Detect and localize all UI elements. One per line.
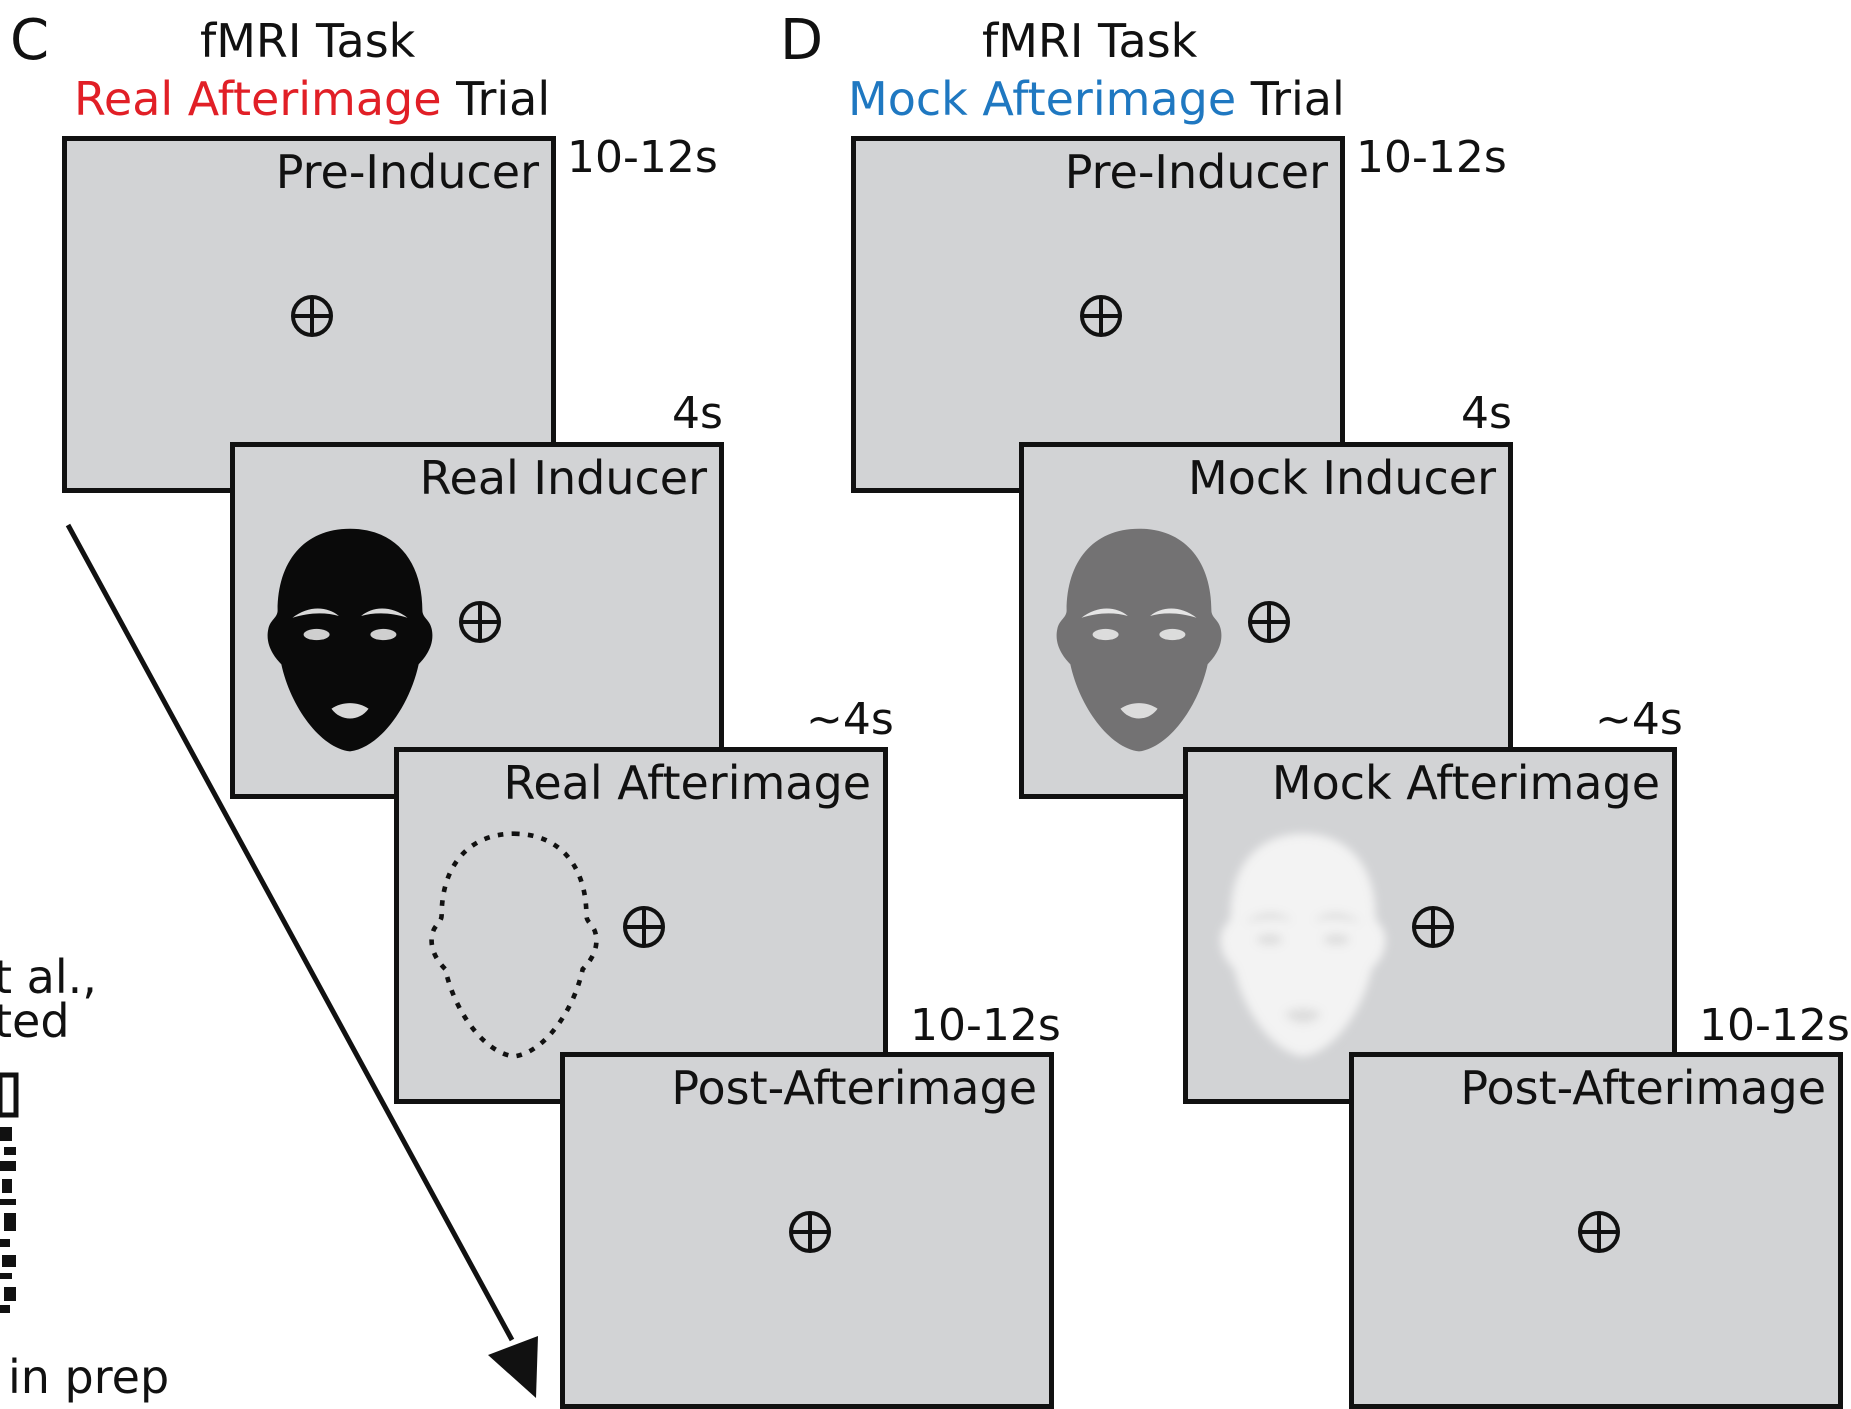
panel-c-task-title: fMRI Task bbox=[200, 14, 416, 68]
cutoff-citation-line3: in prep bbox=[8, 1350, 170, 1404]
c-duration-real-afterimage: ~4s bbox=[806, 694, 894, 745]
panel-d-trial-type: Mock Afterimage bbox=[848, 72, 1237, 126]
d-screen-mock-inducer: Mock Inducer bbox=[1019, 442, 1513, 799]
d-duration-mock-inducer: 4s bbox=[1461, 388, 1512, 439]
black-face-icon bbox=[267, 528, 433, 752]
panel-d-trial-title: Mock Afterimage Trial bbox=[848, 72, 1345, 126]
fixation-cross-circle-icon bbox=[1080, 295, 1122, 337]
c-screen-post-afterimage-label: Post-Afterimage bbox=[671, 1061, 1037, 1115]
dashed-face-outline-icon bbox=[429, 831, 599, 1059]
d-screen-mock-inducer-label: Mock Inducer bbox=[1188, 451, 1496, 505]
cutoff-citation-line1: t al., bbox=[0, 950, 97, 1004]
panel-c-trial-suffix: Trial bbox=[456, 72, 551, 126]
panel-letter-c: C bbox=[10, 8, 51, 73]
fixation-cross-circle-icon bbox=[1412, 906, 1454, 948]
fixation-cross-circle-icon bbox=[291, 295, 333, 337]
d-duration-post-afterimage: 10-12s bbox=[1699, 1000, 1850, 1051]
d-duration-pre-inducer: 10-12s bbox=[1356, 132, 1507, 183]
d-screen-post-afterimage: Post-Afterimage bbox=[1349, 1052, 1843, 1409]
cutoff-citation-line2: ted bbox=[0, 994, 70, 1048]
qr-code-icon[interactable] bbox=[0, 1072, 19, 1315]
c-screen-post-afterimage: Post-Afterimage bbox=[560, 1052, 1054, 1409]
d-screen-pre-inducer: Pre-Inducer bbox=[851, 136, 1345, 493]
d-screen-mock-afterimage: Mock Afterimage bbox=[1183, 747, 1677, 1104]
fixation-cross-circle-icon bbox=[789, 1211, 831, 1253]
d-screen-post-afterimage-label: Post-Afterimage bbox=[1460, 1061, 1826, 1115]
c-screen-real-afterimage-label: Real Afterimage bbox=[503, 756, 871, 810]
panel-c-trial-title: Real Afterimage Trial bbox=[74, 72, 550, 126]
fixation-cross-circle-icon bbox=[623, 906, 665, 948]
c-screen-pre-inducer-label: Pre-Inducer bbox=[275, 145, 539, 199]
c-screen-real-inducer: Real Inducer bbox=[230, 442, 724, 799]
gray-face-icon bbox=[1056, 528, 1222, 752]
faint-white-face-icon bbox=[1220, 833, 1386, 1057]
fixation-cross-circle-icon bbox=[1578, 1211, 1620, 1253]
fixation-cross-circle-icon bbox=[459, 601, 501, 643]
panel-d-task-title: fMRI Task bbox=[982, 14, 1198, 68]
c-screen-real-inducer-label: Real Inducer bbox=[419, 451, 707, 505]
panel-letter-d: D bbox=[780, 8, 825, 73]
panel-d-trial-suffix: Trial bbox=[1250, 72, 1345, 126]
fixation-cross-circle-icon bbox=[1248, 601, 1290, 643]
c-duration-real-inducer: 4s bbox=[672, 388, 723, 439]
panel-c-trial-type: Real Afterimage bbox=[74, 72, 442, 126]
c-screen-pre-inducer: Pre-Inducer bbox=[62, 136, 556, 493]
c-duration-pre-inducer: 10-12s bbox=[567, 132, 718, 183]
d-screen-mock-afterimage-label: Mock Afterimage bbox=[1271, 756, 1660, 810]
d-screen-pre-inducer-label: Pre-Inducer bbox=[1064, 145, 1328, 199]
c-screen-real-afterimage: Real Afterimage bbox=[394, 747, 888, 1104]
d-duration-mock-afterimage: ~4s bbox=[1595, 694, 1683, 745]
c-duration-post-afterimage: 10-12s bbox=[910, 1000, 1061, 1051]
